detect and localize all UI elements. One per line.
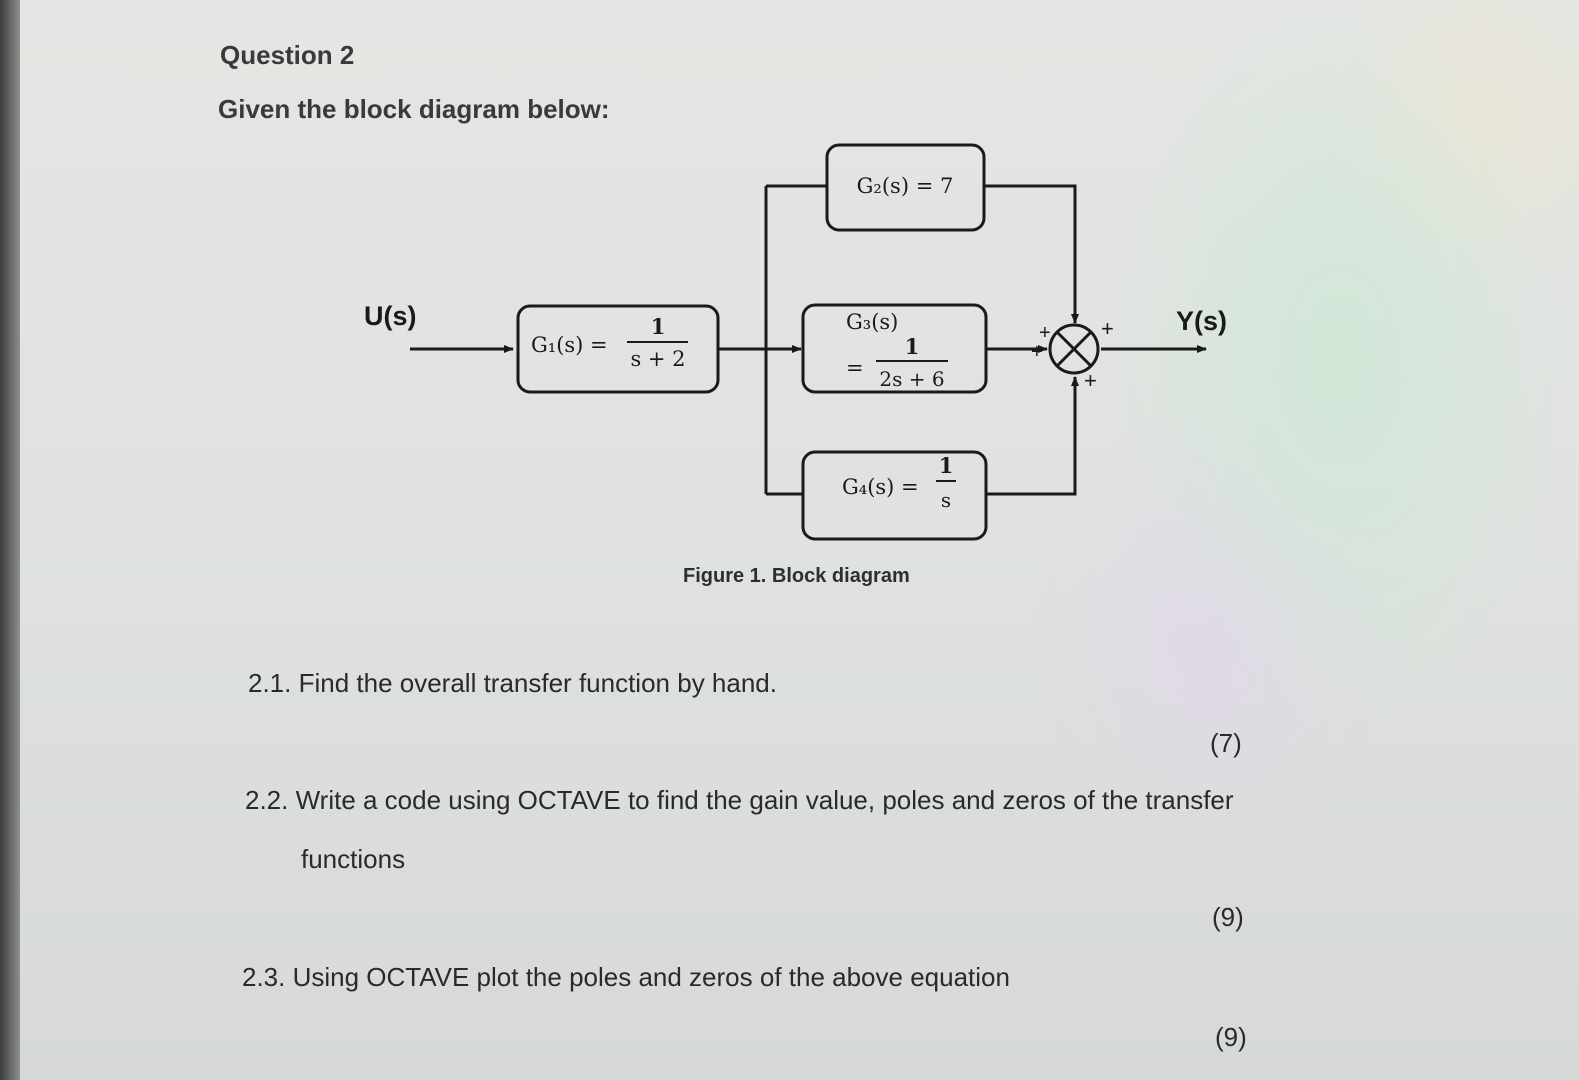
g3-denominator: 2s + 6	[879, 367, 944, 391]
g1-denominator: s + 2	[630, 347, 685, 371]
question-item-2-2-continuation: functions	[301, 844, 406, 874]
question-item-2-1: 2.1. Find the overall transfer function …	[248, 668, 777, 698]
g3-name: G₃(s)	[846, 310, 898, 334]
g2-block	[825, 143, 986, 232]
input-label: U(s)	[364, 301, 417, 331]
question-item-2-3: 2.3. Using OCTAVE plot the poles and zer…	[242, 962, 1010, 992]
question-title: Question 2	[220, 40, 355, 70]
g3-numerator: 1	[905, 334, 920, 359]
output-label: Y(s)	[1176, 306, 1227, 336]
g2-name: G₂(s) = 7	[857, 174, 954, 198]
g1-numerator: 1	[651, 314, 666, 339]
summer-sign-top: +	[1039, 322, 1051, 344]
g4-denominator: s	[941, 488, 951, 512]
g4-name: G₄(s) =	[842, 475, 919, 499]
g4-block	[801, 450, 988, 541]
g4-numerator: 1	[939, 453, 954, 478]
g4-to-summer-line	[986, 376, 1079, 496]
summing-junction-cross-b	[1055, 330, 1093, 368]
marks-2-1: (7)	[1210, 728, 1242, 758]
g2-to-summer-line	[984, 184, 1079, 324]
g1-name: G₁(s) =	[531, 333, 608, 357]
summer-sign-right: +	[1101, 316, 1114, 341]
page-background	[20, 0, 1579, 1080]
figure-caption: Figure 1. Block diagram	[683, 565, 910, 587]
marks-2-2: (9)	[1212, 902, 1244, 932]
question-item-2-2: 2.2. Write a code using OCTAVE to find t…	[245, 785, 1234, 815]
summer-sign-left: +	[1031, 341, 1043, 363]
g3-equals: =	[846, 356, 864, 380]
g1-block	[516, 304, 720, 394]
g3-block	[801, 303, 988, 394]
page-left-edge	[0, 0, 20, 1080]
summing-junction	[1048, 323, 1100, 375]
question-intro: Given the block diagram below:	[218, 94, 610, 124]
summer-sign-bottom: +	[1084, 368, 1097, 393]
marks-2-3: (9)	[1215, 1022, 1247, 1052]
